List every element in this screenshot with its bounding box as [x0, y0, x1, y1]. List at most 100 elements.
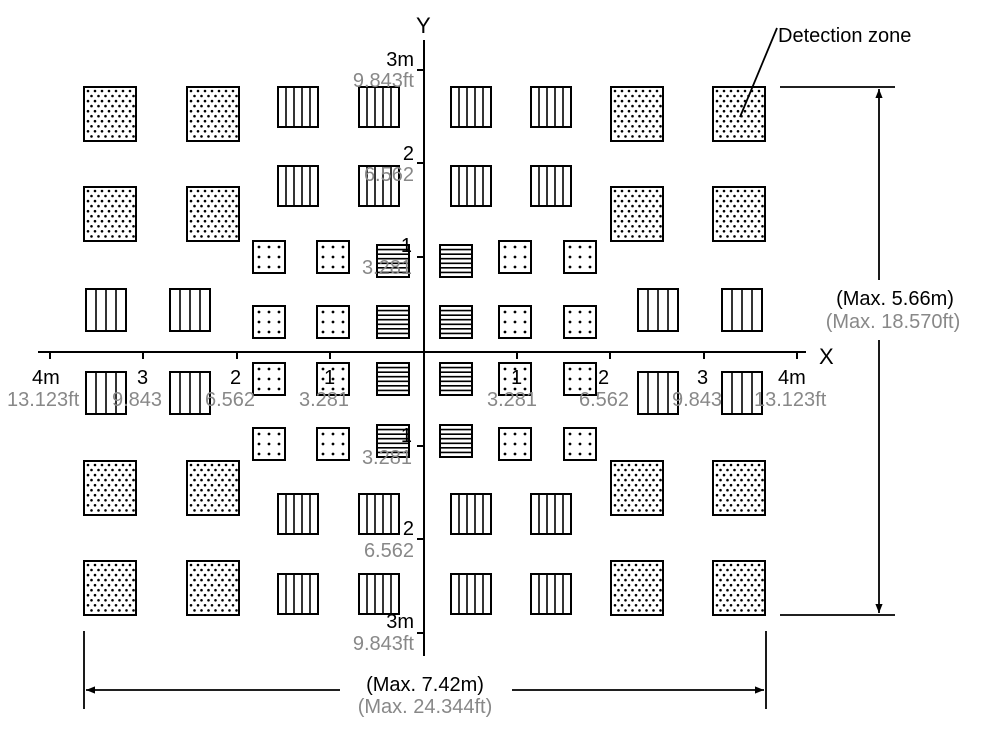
detection-zone — [498, 427, 532, 461]
pattern-dot — [128, 493, 132, 497]
pattern-dot — [200, 225, 203, 228]
pattern-dot — [257, 330, 261, 334]
pattern-dot — [93, 230, 97, 233]
pattern-dot — [722, 209, 726, 213]
pattern-dot — [513, 330, 517, 334]
pattern-dot — [659, 468, 662, 472]
pattern-dot — [513, 265, 517, 269]
pattern-dot — [620, 130, 624, 133]
pattern-dot — [503, 320, 507, 324]
pattern-dot — [715, 130, 719, 133]
pattern-dot — [189, 219, 193, 223]
pattern-dot — [726, 568, 729, 572]
zone-outline — [358, 573, 400, 615]
detection-zone — [169, 288, 211, 332]
pattern-dot — [93, 99, 97, 103]
pattern-dot — [578, 377, 582, 381]
pattern-dot — [747, 235, 750, 238]
pattern-dot — [221, 204, 224, 208]
pattern-dot — [761, 599, 764, 602]
pattern-dot — [132, 488, 135, 492]
pattern-dot — [100, 109, 104, 113]
pattern-dot — [513, 387, 517, 391]
pattern-dot — [121, 219, 125, 223]
pattern-dot — [743, 130, 747, 133]
pattern-dot — [722, 563, 726, 567]
pattern-dot — [736, 473, 740, 477]
pattern-dot — [627, 230, 631, 233]
pattern-dot — [652, 135, 655, 138]
pattern-dot — [631, 509, 634, 512]
pattern-dot — [189, 130, 193, 133]
pattern-dot — [331, 310, 335, 314]
pattern-dot — [648, 504, 652, 507]
pattern-dot — [221, 235, 224, 238]
pattern-dot — [641, 219, 645, 223]
pattern-dot — [733, 94, 736, 98]
pattern-dot — [757, 189, 761, 193]
pattern-dot — [128, 230, 132, 233]
zone-outline — [358, 493, 400, 535]
pattern-dot — [257, 310, 261, 314]
pattern-dot — [617, 488, 620, 492]
pattern-dot — [645, 94, 648, 98]
pattern-dot — [627, 473, 631, 477]
pattern-dot — [121, 99, 125, 103]
pattern-dot — [624, 114, 627, 118]
pattern-dot — [757, 230, 761, 233]
pattern-dot — [624, 225, 627, 228]
pattern-dot — [341, 265, 345, 269]
pattern-dot — [267, 255, 271, 259]
pattern-dot — [235, 599, 238, 602]
pattern-dot — [203, 583, 207, 587]
detection-zone — [563, 362, 597, 396]
pattern-dot — [624, 509, 627, 512]
pattern-dot — [97, 488, 100, 492]
pattern-dot — [90, 235, 93, 238]
pattern-dot — [747, 104, 750, 108]
pattern-dot — [659, 568, 662, 572]
pattern-dot — [231, 593, 235, 597]
y-ticks-top: 3m 2 1 9.843ft 6.562 3.281 — [353, 49, 424, 279]
y-tick-label-metric: 3m — [386, 611, 414, 633]
pattern-dot — [736, 109, 740, 113]
pattern-dot — [740, 204, 743, 208]
pattern-dot — [757, 130, 761, 133]
pattern-dot — [228, 578, 231, 582]
pattern-dot — [620, 593, 624, 597]
pattern-dot — [641, 230, 645, 233]
pattern-dot — [118, 588, 121, 592]
pattern-dot — [747, 225, 750, 228]
pattern-dot — [722, 604, 726, 607]
pattern-dot — [733, 135, 736, 138]
x-tick-label-metric: 3 — [137, 367, 148, 389]
pattern-dot — [100, 189, 104, 193]
pattern-dot — [235, 588, 238, 592]
pattern-dot — [203, 593, 207, 597]
pattern-dot — [210, 209, 214, 213]
zone-outline — [530, 573, 572, 615]
pattern-dot — [613, 483, 617, 487]
y-axis-label: Y — [416, 13, 431, 38]
pattern-dot — [203, 604, 207, 607]
pattern-dot — [97, 235, 100, 238]
pattern-dot — [617, 468, 620, 472]
pattern-dot — [613, 189, 617, 193]
pattern-dot — [128, 463, 132, 467]
detection-zone — [252, 240, 286, 274]
pattern-dot — [93, 189, 97, 193]
pattern-dot — [93, 209, 97, 213]
detection-zone — [252, 427, 286, 461]
pattern-dot — [90, 509, 93, 512]
zone-outline — [277, 86, 319, 128]
pattern-dot — [645, 499, 648, 502]
pattern-dot — [740, 225, 743, 228]
pattern-dot — [231, 473, 235, 477]
pattern-dot — [104, 509, 107, 512]
pattern-dot — [277, 310, 281, 314]
pattern-dot — [652, 204, 655, 208]
pattern-dot — [513, 377, 517, 381]
pattern-dot — [736, 493, 740, 497]
pattern-dot — [627, 99, 631, 103]
